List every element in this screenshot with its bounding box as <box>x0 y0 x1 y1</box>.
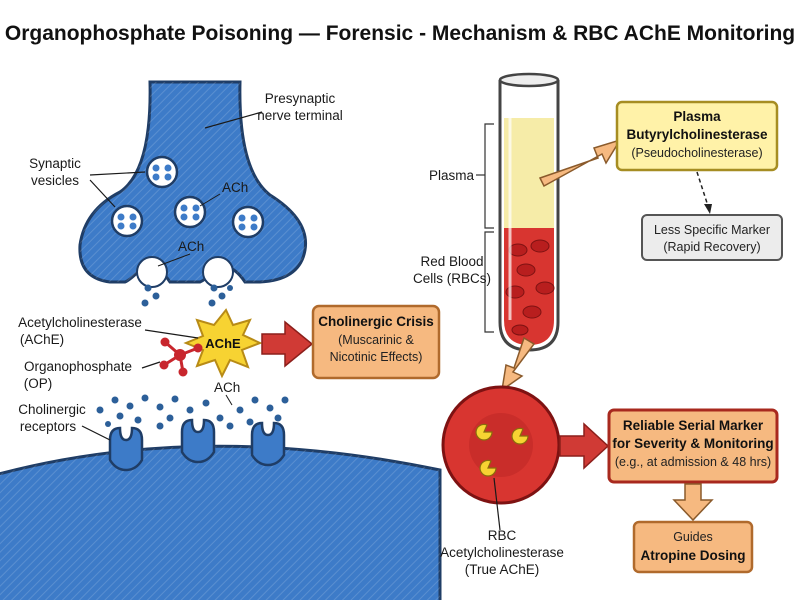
less-specific-line2: (Rapid Recovery) <box>663 240 760 254</box>
receptors-leader <box>81 425 111 441</box>
ach-leader-b <box>157 253 191 267</box>
plasma-box-line3: (Pseudocholinesterase) <box>631 146 762 160</box>
tube-to-rbc-arrow <box>500 336 536 392</box>
cholinergic-crisis-box: Cholinergic Crisis (Muscarinic & Nicotin… <box>311 304 441 380</box>
crisis-title: Cholinergic Crisis <box>318 314 434 329</box>
reliable-line1: Reliable Serial Marker <box>623 418 764 433</box>
less-specific-marker-box: Less Specific Marker (Rapid Recovery) <box>641 214 783 261</box>
ache-label-line2: (AChE) <box>20 332 64 347</box>
reliable-serial-marker-box: Reliable Serial Marker for Severity & Mo… <box>607 408 779 484</box>
vesicle <box>110 204 144 238</box>
rbc-ache-label-line3: (True AChE) <box>465 562 540 577</box>
crisis-line1: (Muscarinic & <box>338 333 414 347</box>
ache-enzyme-star: AChE <box>183 308 263 379</box>
dashed-arrowhead <box>704 204 712 214</box>
receptors-label: Cholinergic <box>18 402 86 417</box>
op-label-line2: (OP) <box>24 376 53 391</box>
crisis-line2: Nicotinic Effects) <box>330 350 423 364</box>
vesicle <box>145 155 179 189</box>
synaptic-vesicles <box>110 155 265 239</box>
plasma-box-line1: Plasma <box>673 109 721 124</box>
receptor <box>180 418 216 464</box>
rbc-ache-label-line2: Acetylcholinesterase <box>440 545 564 560</box>
reliable-to-atropine-arrow <box>672 483 714 522</box>
op-leader <box>141 361 161 369</box>
ache-leader <box>144 329 199 339</box>
receptor <box>108 426 144 472</box>
ache-star-text: AChE <box>205 336 241 351</box>
presynaptic-leader <box>204 111 263 129</box>
plasma-label: Plasma <box>429 168 475 183</box>
ach-leader-a <box>199 193 221 207</box>
rbc-layer-label-line2: Cells (RBCs) <box>413 271 491 286</box>
vesicles-leader-a <box>89 171 146 176</box>
plasma-arrow <box>538 138 622 188</box>
ach-label-cleft: ACh <box>214 380 240 395</box>
vesicle <box>231 205 265 239</box>
cholinergic-receptors <box>108 418 286 472</box>
page-title: Organophosphate Poisoning — Forensic - M… <box>5 22 795 45</box>
crisis-arrow <box>261 320 314 368</box>
true-ache-molecules <box>475 423 529 477</box>
ach-label-release: ACh <box>178 239 204 254</box>
presynaptic-label-line2: nerve terminal <box>257 108 343 123</box>
blood-test-tube <box>498 72 560 352</box>
atropine-line2: Atropine Dosing <box>641 548 746 563</box>
op-label: Organophosphate <box>24 359 132 374</box>
ach-label-vesicle: ACh <box>222 180 248 195</box>
ache-label: Acetylcholinesterase <box>18 315 142 330</box>
cleft-ach-dots <box>96 394 289 430</box>
reliable-line3: (e.g., at admission & 48 hrs) <box>615 455 771 469</box>
plasma-bracket <box>476 123 494 229</box>
postsynaptic-membrane <box>0 444 442 600</box>
rbc-layer-label: Red Blood <box>420 254 483 269</box>
dashed-connector <box>696 171 709 207</box>
presynaptic-label: Presynaptic <box>265 91 336 106</box>
rbc-bracket <box>484 231 494 333</box>
rbc-ache-label: RBC <box>488 528 517 543</box>
vesicles-label: Synaptic <box>29 156 81 171</box>
rbc-to-reliable-arrow <box>559 422 610 470</box>
released-ach-dots <box>141 284 233 307</box>
vesicle <box>173 195 207 229</box>
plasma-butyrylcholinesterase-box: Plasma Butyrylcholinesterase (Pseudochol… <box>615 100 779 172</box>
receptor <box>250 421 286 467</box>
rbc-ache-leader <box>493 477 501 531</box>
less-specific-line1: Less Specific Marker <box>654 223 770 237</box>
vesicles-label-line2: vesicles <box>31 173 79 188</box>
atropine-line1: Guides <box>673 530 713 544</box>
organophosphate-molecule <box>159 337 203 377</box>
receptors-label-line2: receptors <box>20 419 77 434</box>
ach-leader-c <box>225 394 233 406</box>
rbc-cell <box>441 385 561 505</box>
atropine-dosing-box: Guides Atropine Dosing <box>632 520 754 574</box>
vesicles-leader-b <box>89 179 116 208</box>
plasma-box-line2: Butyrylcholinesterase <box>626 127 768 142</box>
reliable-line2: for Severity & Monitoring <box>612 436 773 451</box>
